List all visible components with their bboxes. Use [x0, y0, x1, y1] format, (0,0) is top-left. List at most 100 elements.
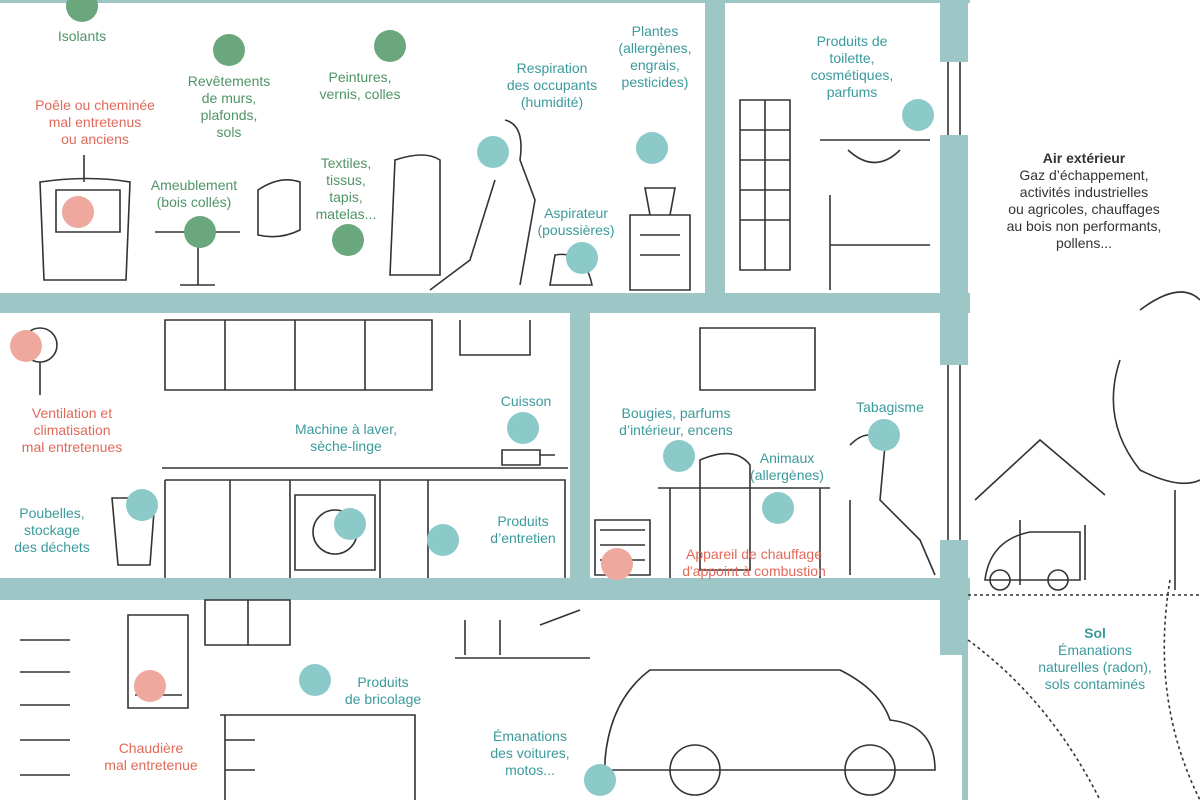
- workbench-icon: [220, 714, 416, 800]
- label-line: des occupants: [506, 77, 598, 93]
- plant-dresser-icon: [629, 187, 691, 291]
- marker-tabagisme: [868, 419, 900, 451]
- marker-machine: [334, 508, 366, 540]
- marker-textiles: [332, 224, 364, 256]
- kitchen-cabinets: [164, 319, 531, 391]
- label-line: Machine à laver,: [295, 421, 397, 437]
- marker-aspirateur: [566, 242, 598, 274]
- label-line: Produits: [357, 674, 409, 690]
- label-textiles: Textiles,tissus,tapis,matelas...: [316, 155, 377, 223]
- label-title: Air extérieur: [1042, 150, 1126, 166]
- label-line: de bricolage: [344, 691, 422, 707]
- label-line: (allergènes): [750, 467, 824, 483]
- label-line: Poêle ou cheminée: [35, 97, 155, 113]
- label-line: mal entretenue: [104, 757, 198, 773]
- label-cuisson: Cuisson: [500, 393, 552, 409]
- label-line: Ameublement: [150, 177, 238, 193]
- kitchen-counter: [162, 467, 568, 578]
- label-line: stockage: [23, 522, 81, 538]
- label-line: engrais,: [630, 57, 680, 73]
- label-line: de murs,: [201, 90, 257, 106]
- label-line: Peintures,: [328, 69, 392, 85]
- label-title: Sol: [1084, 625, 1106, 641]
- label-line: Textiles,: [320, 155, 372, 171]
- label-line: Animaux: [759, 450, 815, 466]
- sink-icon: [820, 139, 930, 290]
- label-line: (bois collés): [156, 194, 232, 210]
- desk-chair-icon: [658, 452, 830, 578]
- marker-chaudiere: [134, 670, 166, 702]
- label-line: d’intérieur, encens: [619, 422, 733, 438]
- outer-wall-3: [940, 540, 968, 655]
- label-line: tissus,: [326, 172, 366, 188]
- wall-top-divider: [705, 0, 725, 295]
- marker-poele: [62, 196, 94, 228]
- label-line: Plantes: [631, 23, 679, 39]
- shelves-icon: [20, 639, 70, 776]
- tree-icon: [1112, 291, 1200, 590]
- label-line: Poubelles,: [19, 505, 85, 521]
- wall-cabinets: [204, 599, 291, 646]
- floor-2: [0, 578, 970, 600]
- woman-smoking-icon: [849, 434, 936, 576]
- marker-appareil: [601, 548, 633, 580]
- label-line: Revêtements: [187, 73, 271, 89]
- label-isolants: Isolants: [57, 28, 107, 44]
- marker-ameublement: [184, 216, 216, 248]
- label-line: Émanations: [1058, 642, 1132, 658]
- marker-peintures: [374, 30, 406, 62]
- label-line: Appareil de chauffage: [686, 546, 822, 562]
- label-line: naturelles (radon),: [1038, 659, 1152, 675]
- marker-bougies: [663, 440, 695, 472]
- label-line: plafonds,: [200, 107, 258, 123]
- label-line: Ventilation et: [31, 405, 113, 421]
- label-line: Gaz d’échappement,: [1019, 167, 1149, 183]
- floor-1: [0, 293, 970, 313]
- label-line: pollens...: [1055, 235, 1113, 251]
- label-line: des déchets: [14, 539, 90, 555]
- marker-isolants: [66, 0, 98, 22]
- wall-middle-divider: [570, 313, 590, 578]
- label-peintures: Peintures,vernis, colles: [320, 69, 401, 103]
- marker-poubelles: [126, 489, 158, 521]
- label-line: Respiration: [516, 60, 588, 76]
- label-line: (poussières): [537, 222, 615, 238]
- marker-respiration: [477, 136, 509, 168]
- label-line: sols contaminés: [1044, 676, 1146, 692]
- label-line: Chaudière: [118, 740, 184, 756]
- marker-ventilation: [10, 330, 42, 362]
- label-line: ou agricoles, chauffages: [1008, 201, 1160, 217]
- label-line: (allergènes,: [618, 40, 692, 56]
- label-line: sèche-linge: [310, 438, 382, 454]
- shelf-lines: [455, 609, 590, 659]
- label-line: parfums: [826, 84, 878, 100]
- outer-wall-1: [940, 0, 968, 62]
- label-animaux: Animaux(allergènes): [750, 450, 824, 484]
- shower-icon: [739, 99, 791, 271]
- label-line: tapis,: [329, 189, 363, 205]
- label-line: vernis, colles: [319, 86, 401, 102]
- window-frame: [699, 327, 816, 391]
- marker-voitures: [584, 764, 616, 796]
- outer-wall-2: [940, 135, 968, 365]
- heater-icon: [594, 519, 651, 576]
- label-line: climatisation: [33, 422, 111, 438]
- marker-cuisson: [507, 412, 539, 444]
- label-line: d’entretien: [490, 530, 556, 546]
- label-aspirateur: Aspirateur(poussières): [537, 205, 614, 239]
- marker-revetements: [213, 34, 245, 66]
- top-border: [0, 0, 970, 3]
